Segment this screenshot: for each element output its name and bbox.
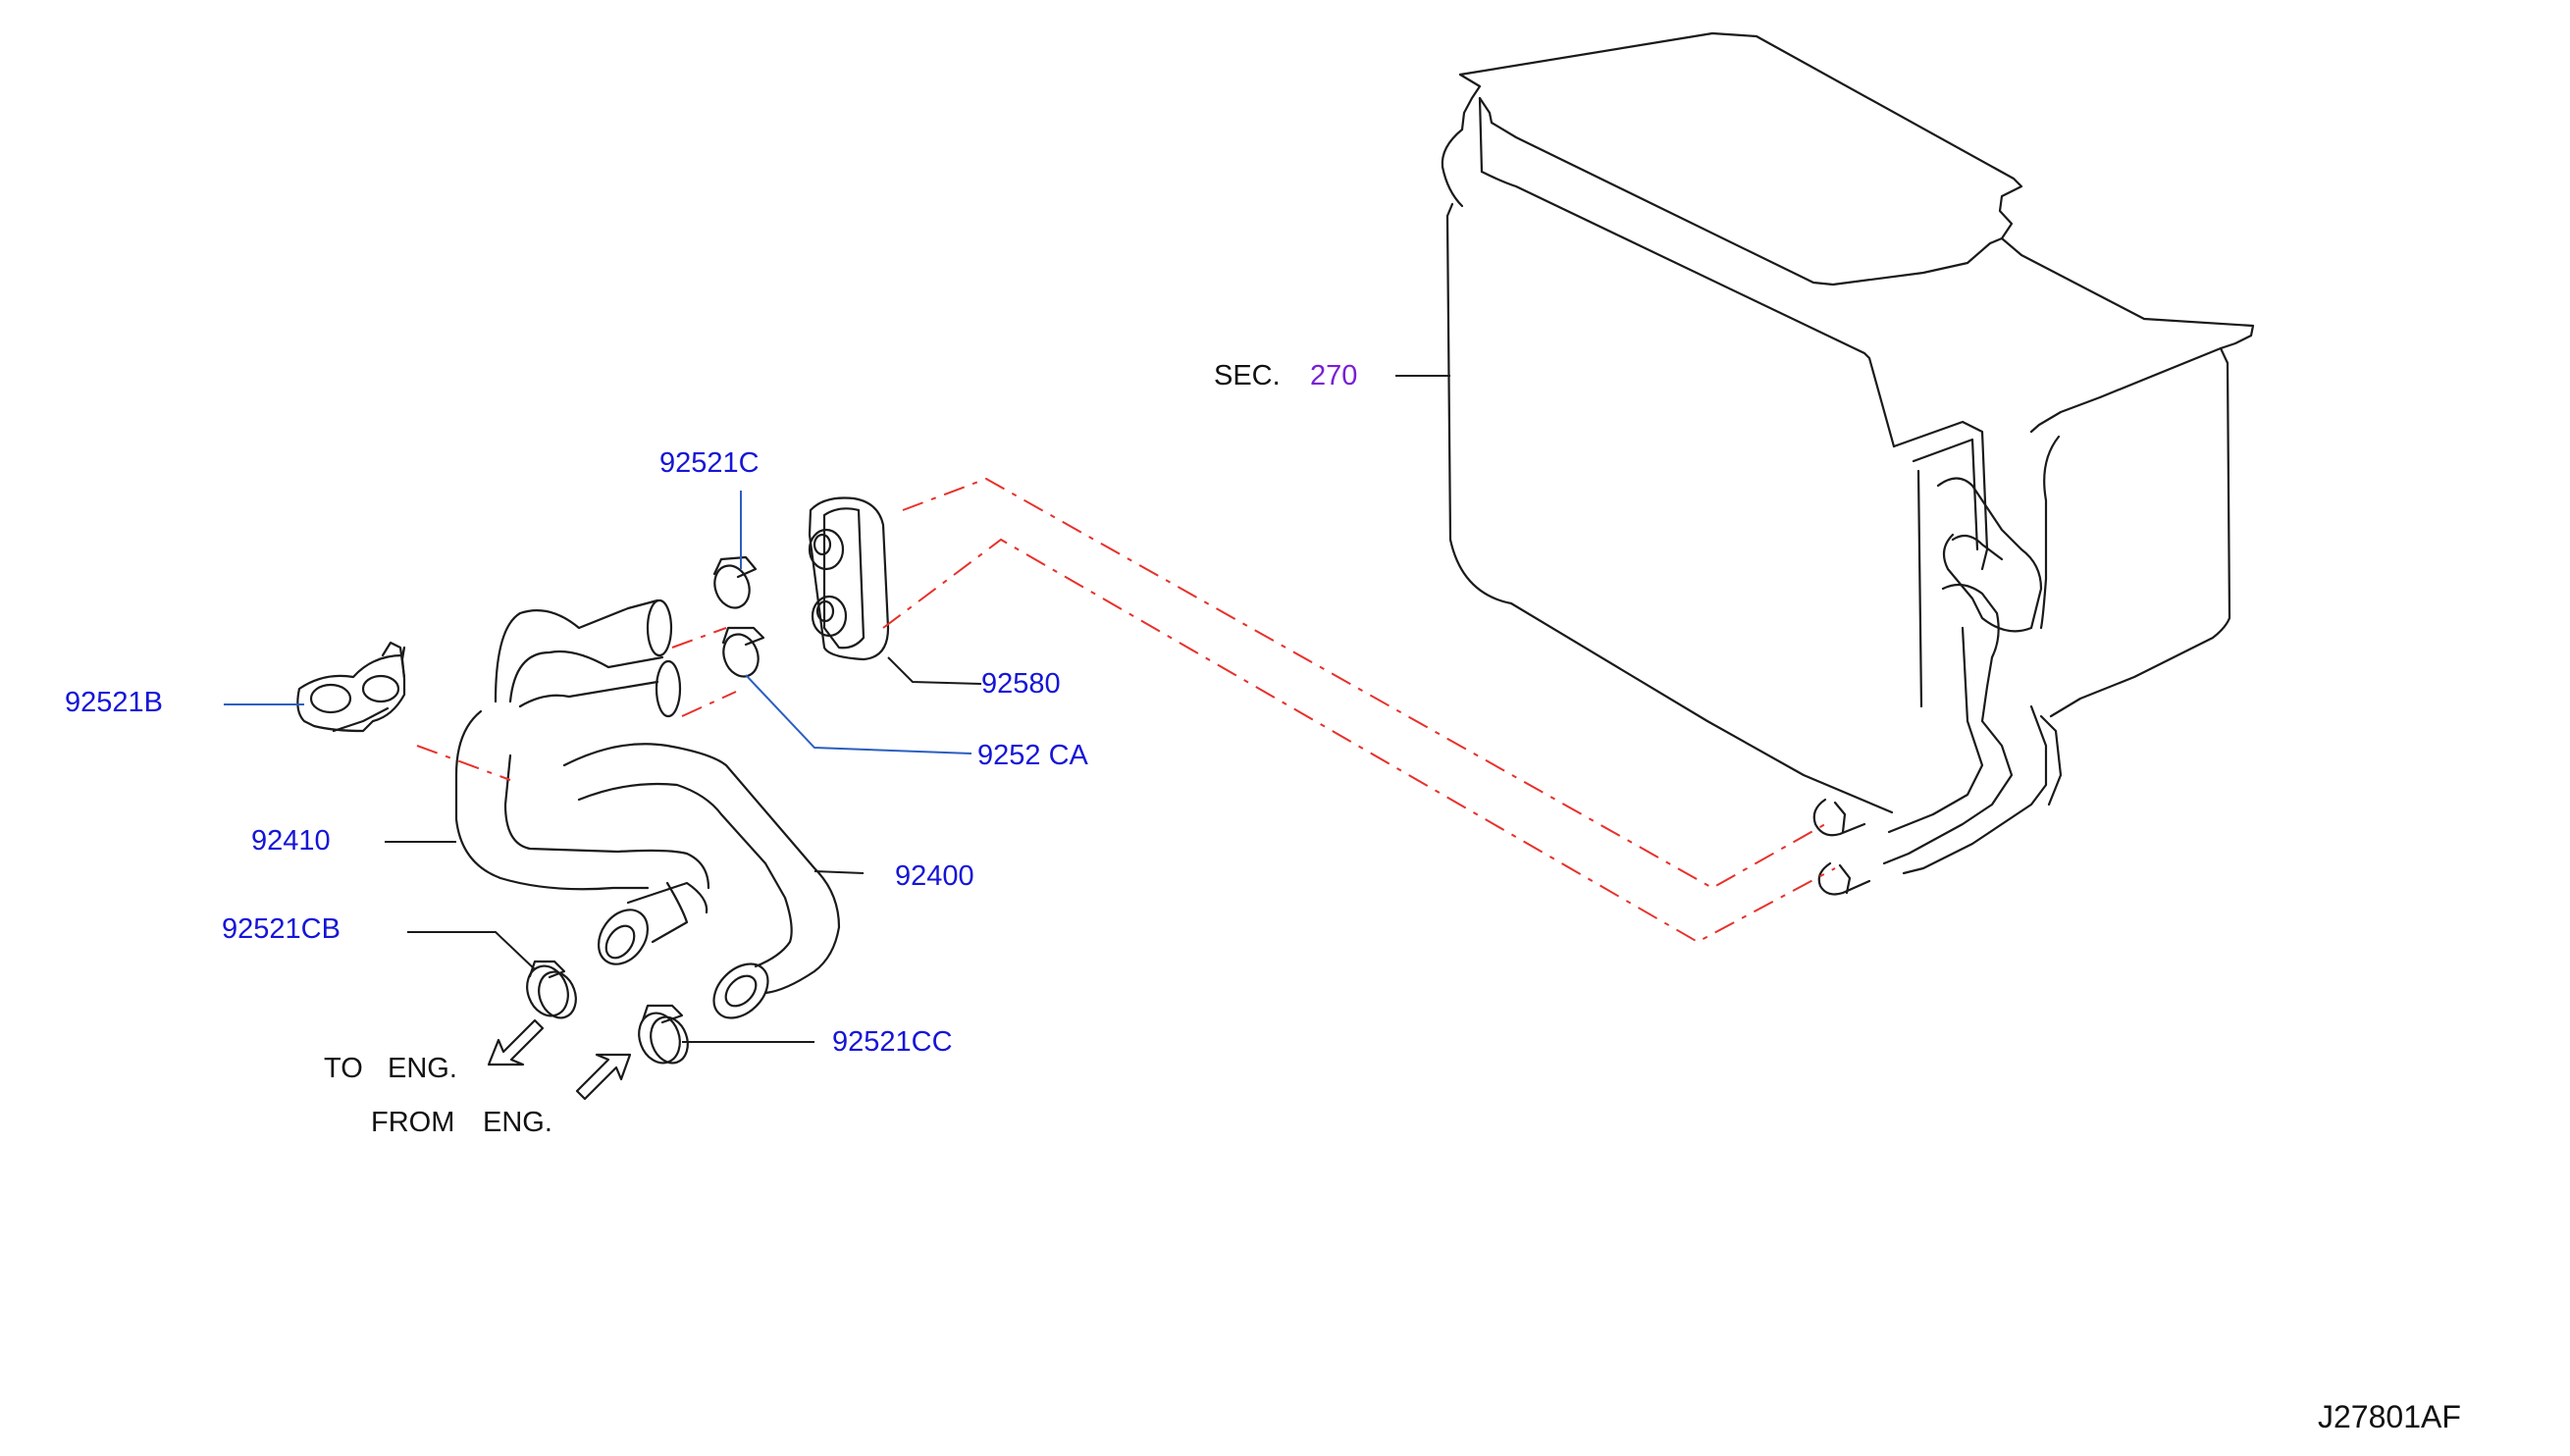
hose-92400 [562,743,841,1019]
clamp-92521C [712,555,758,609]
part-number-92521C[interactable]: 92521C [659,447,760,479]
grommet-92580 [808,496,890,661]
leader-lines [224,375,1450,1043]
clamp-92521CA [721,626,765,678]
part-number-92521CB[interactable]: 92521CB [222,913,341,945]
to-engine-target: ENG. [388,1053,457,1084]
section-ref-prefix: SEC. [1214,360,1281,391]
to-engine-prefix: TO [324,1053,363,1084]
clamp-92521CB [526,960,577,1019]
clamp-92521CC [638,1004,689,1065]
heater-unit [1441,31,2255,814]
part-number-92521CA[interactable]: 9252 CA [977,740,1088,771]
bracket-92521B [296,641,406,733]
part-number-92400[interactable]: 92400 [895,860,974,892]
section-ref-number[interactable]: 270 [1310,360,1358,391]
diagram-code: J27801AF [2318,1399,2461,1434]
from-engine-target: ENG. [483,1107,552,1138]
part-number-92521CC[interactable]: 92521CC [832,1026,953,1058]
from-engine-prefix: FROM [371,1107,455,1138]
heater-pipes [1812,477,2063,896]
hose-92410 [454,598,710,965]
to-engine-arrow [487,1018,545,1066]
part-number-92580[interactable]: 92580 [981,668,1061,700]
part-number-92521B[interactable]: 92521B [65,687,163,718]
from-engine-arrow [575,1053,632,1101]
part-number-92410[interactable]: 92410 [251,825,331,857]
phantom-lines [416,477,1836,944]
